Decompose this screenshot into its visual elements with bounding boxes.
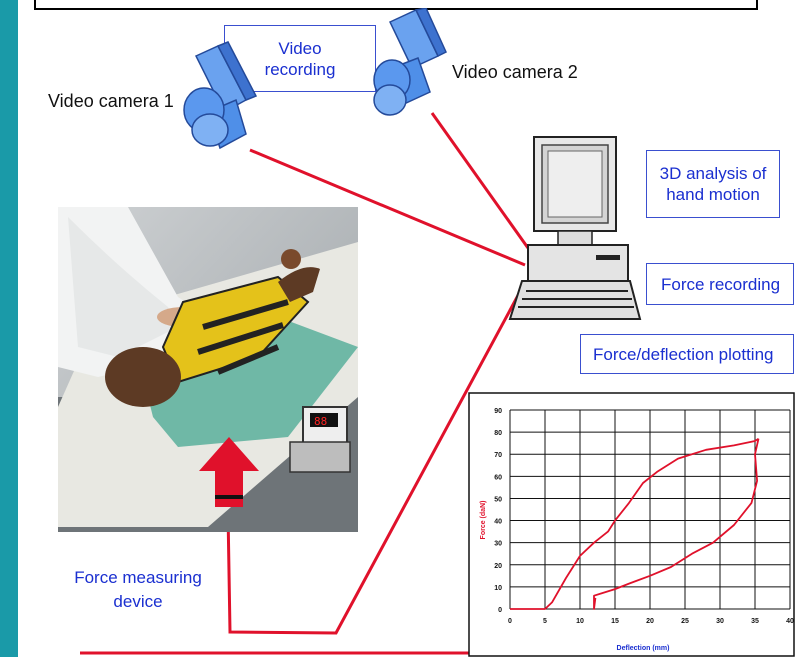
chart-x-tick-label: 40 xyxy=(786,618,794,625)
mannequin-photo: 88 xyxy=(58,207,358,532)
chart-x-ticks: 0 5 10 15 20 25 30 35 40 xyxy=(508,618,794,625)
chart-y-tick-label: 20 xyxy=(494,563,502,570)
video-recording-box: Video recording xyxy=(224,25,376,92)
chart-frame xyxy=(468,392,795,657)
analysis-3d-box: 3D analysis of hand motion xyxy=(646,150,780,218)
force-deflection-text: Force/deflection plotting xyxy=(593,344,774,364)
chart-x-tick-label: 10 xyxy=(576,618,584,625)
chart-y-tick-label: 10 xyxy=(494,585,502,592)
chart-x-tick-label: 5 xyxy=(543,618,547,625)
force-recording-box: Force recording xyxy=(646,263,794,305)
analysis-3d-text: 3D analysis of hand motion xyxy=(659,164,767,204)
chart-y-tick-label: 70 xyxy=(494,452,502,459)
chart-series-line-1 xyxy=(510,437,759,610)
force-deflection-box: Force/deflection plotting xyxy=(580,334,794,374)
chart-y-tick-label: 0 xyxy=(498,607,502,614)
top-frame-line xyxy=(34,8,758,10)
force-deflection-chart: 0 5 10 15 20 25 30 35 40 0 10 20 30 40 50 60 70 80 90 Def… xyxy=(468,392,795,657)
device-to-computer-line xyxy=(226,287,524,635)
up-arrow-icon xyxy=(199,437,259,507)
chart-x-tick-label: 0 xyxy=(508,618,512,625)
force-recording-text: Force recording xyxy=(661,274,781,294)
chart-x-tick-label: 25 xyxy=(681,618,689,625)
chart-x-tick-label: 15 xyxy=(611,618,619,625)
chart-y-tick-label: 30 xyxy=(494,541,502,548)
chart-series xyxy=(510,437,760,610)
video-camera-1-icon xyxy=(183,41,258,150)
chart-y-tick-label: 40 xyxy=(494,519,502,526)
force-measuring-device-label: Force measuring device xyxy=(74,568,202,611)
video-camera-1-label: Video camera 1 xyxy=(48,91,174,111)
chart-y-tick-label: 50 xyxy=(494,496,502,503)
video-camera-2-label: Video camera 2 xyxy=(452,62,578,82)
chart-xlabel: Deflection (mm) xyxy=(617,645,670,652)
chart-grid xyxy=(509,409,791,610)
chart-ylabel: Force (daN) xyxy=(480,501,487,540)
video-recording-text: Video recording xyxy=(264,38,336,79)
chart-x-tick-label: 20 xyxy=(646,618,654,625)
top-frame-right xyxy=(756,0,758,10)
chart-y-ticks: 0 10 20 30 40 50 60 70 80 90 xyxy=(494,408,502,614)
chart-y-tick-label: 90 xyxy=(494,408,502,415)
chart-x-tick-label: 35 xyxy=(751,618,759,625)
video-camera-2-icon xyxy=(373,8,447,116)
top-frame-left xyxy=(34,0,36,10)
chart-series-line-2 xyxy=(593,438,760,610)
chart-y-tick-label: 60 xyxy=(494,474,502,481)
force-display-value: 88 xyxy=(314,415,327,428)
camera1-to-computer-line xyxy=(249,148,526,267)
chart-y-tick-label: 80 xyxy=(494,430,502,437)
camera2-to-computer-line xyxy=(430,112,530,249)
chart-x-tick-label: 30 xyxy=(716,618,724,625)
computer-icon xyxy=(508,136,642,320)
